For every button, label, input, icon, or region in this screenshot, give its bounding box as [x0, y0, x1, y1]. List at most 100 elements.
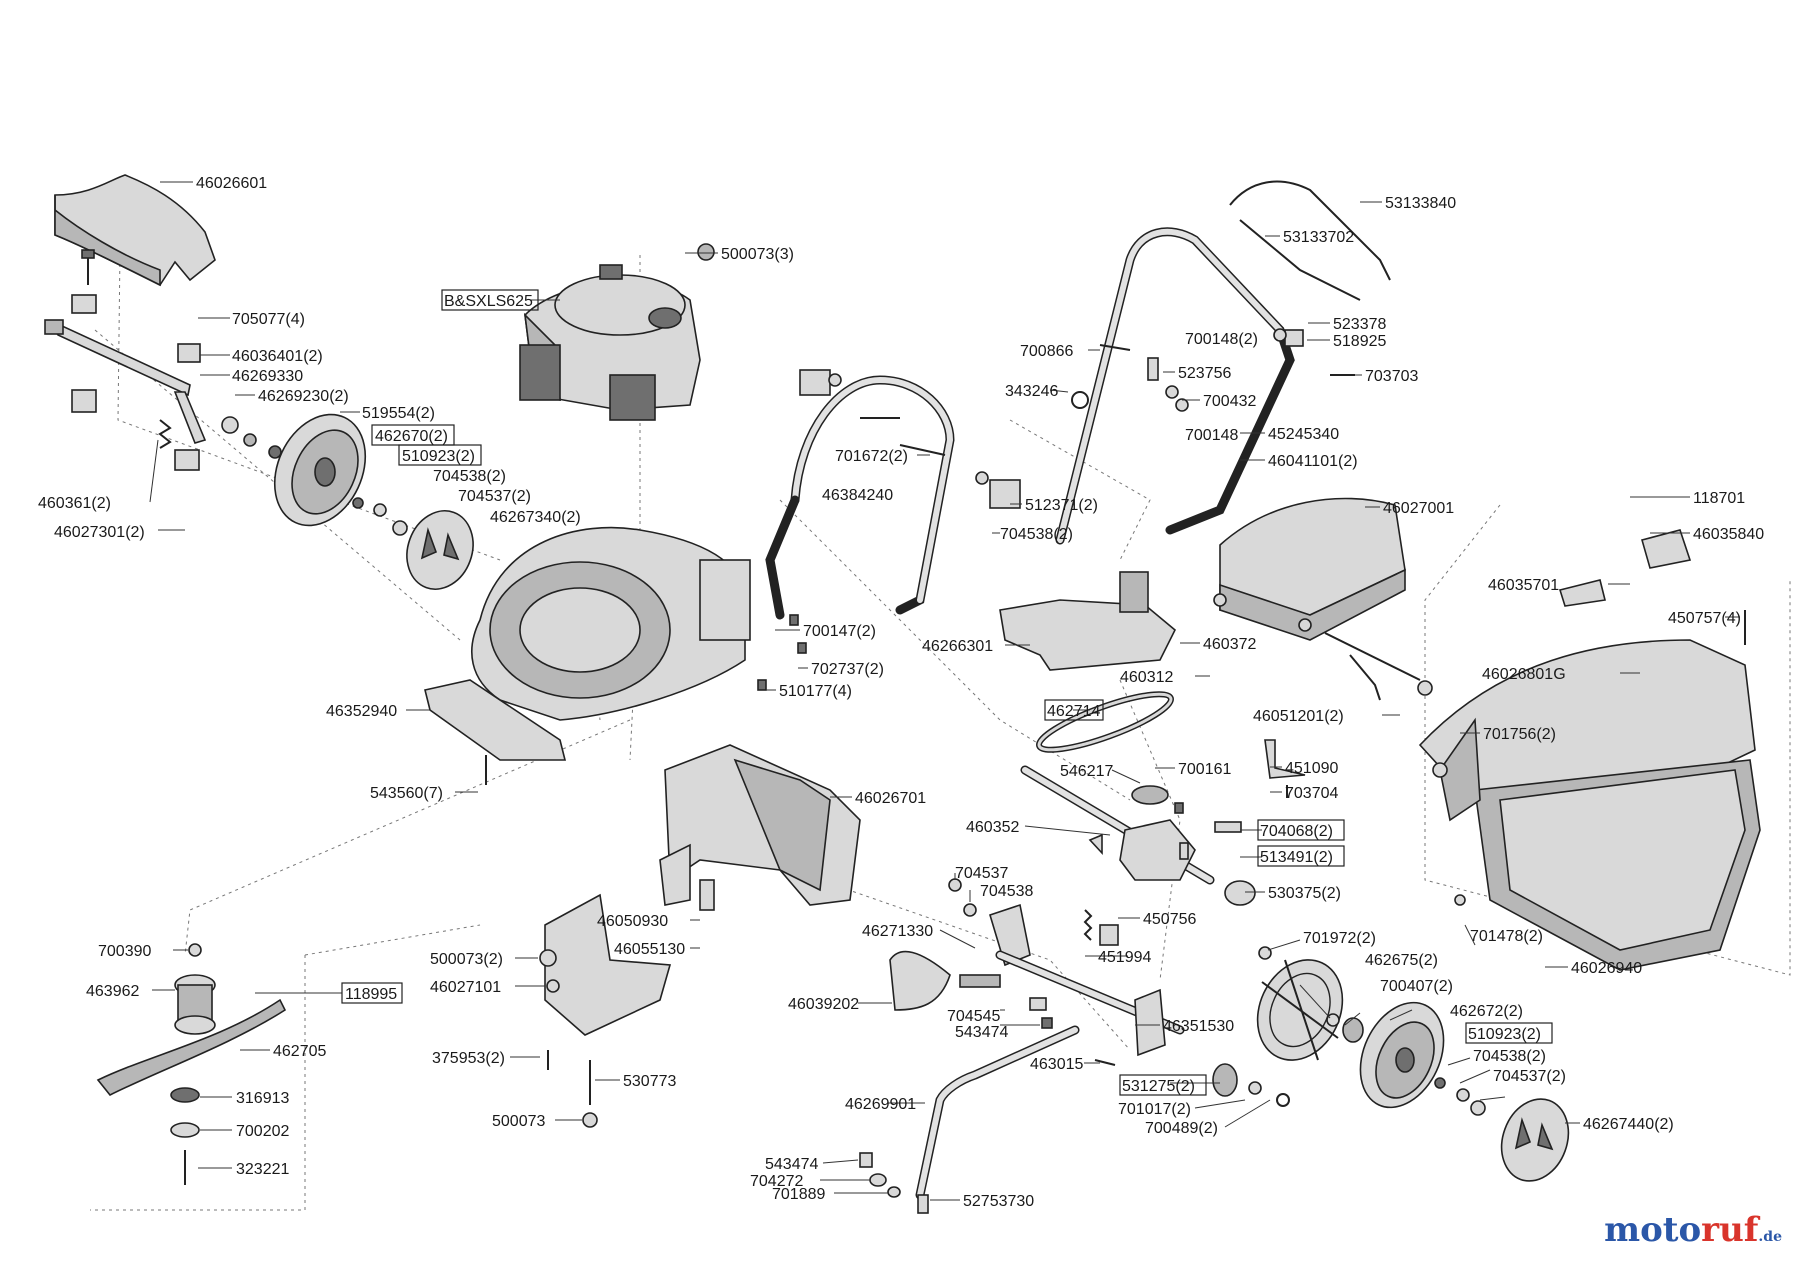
part-label: 46055130	[614, 941, 685, 958]
part-label: 543474	[955, 1024, 1008, 1041]
part-label: 543474	[765, 1156, 818, 1173]
part-label: 702737(2)	[811, 661, 884, 678]
part-label: 700432	[1203, 393, 1256, 410]
part-label: 46035701	[1488, 577, 1559, 594]
part-label: 700489(2)	[1145, 1120, 1218, 1137]
part-label: 316913	[236, 1090, 289, 1107]
part-label: 700148	[1185, 427, 1238, 444]
part-label: 46050930	[597, 913, 668, 930]
part-label: 500073(3)	[721, 246, 794, 263]
part-label: 46027301(2)	[54, 524, 145, 541]
part-label: 323221	[236, 1161, 289, 1178]
part-label: 704538(2)	[433, 468, 506, 485]
part-label: 704537(2)	[1493, 1068, 1566, 1085]
part-label: 46271330	[862, 923, 933, 940]
part-label: 460372	[1203, 636, 1256, 653]
part-label: 530773	[623, 1073, 676, 1090]
part-label: 46051201(2)	[1253, 708, 1344, 725]
part-labels: 46026601 705077(4) 46036401(2) 46269330 …	[38, 175, 1764, 1210]
part-label: 46269901	[845, 1096, 916, 1113]
part-label: 46352940	[326, 703, 397, 720]
part-label: 343246	[1005, 383, 1058, 400]
part-label: 46267340(2)	[490, 509, 581, 526]
leader-lines	[149, 181, 1740, 1201]
part-label: 546217	[1060, 763, 1113, 780]
part-label: 375953(2)	[432, 1050, 505, 1067]
part-label: 46266301	[922, 638, 993, 655]
part-label: 700148(2)	[1185, 331, 1258, 348]
part-label: 463962	[86, 983, 139, 1000]
brand-name-part1: moto	[1604, 1210, 1702, 1250]
part-label: 701017(2)	[1118, 1101, 1191, 1118]
part-label: 118995	[345, 986, 397, 1003]
part-label: 519554(2)	[362, 405, 435, 422]
part-label: 701672(2)	[835, 448, 908, 465]
part-label: 46027001	[1383, 500, 1454, 517]
part-label: 463015	[1030, 1056, 1083, 1073]
part-label: 460361(2)	[38, 495, 111, 512]
part-label: 118701	[1693, 490, 1745, 507]
brand-tld: .de	[1758, 1229, 1782, 1245]
part-label: 543560(7)	[370, 785, 443, 802]
part-label: 705077(4)	[232, 311, 305, 328]
part-label: 46026940	[1571, 960, 1642, 977]
part-label: 700202	[236, 1123, 289, 1140]
part-label: 530375(2)	[1268, 885, 1341, 902]
part-label: 451994	[1098, 949, 1151, 966]
part-label: 46035840	[1693, 526, 1764, 543]
part-label: 700147(2)	[803, 623, 876, 640]
part-label: 46384240	[822, 487, 893, 504]
part-label: 500073	[492, 1113, 545, 1130]
part-label: 53133840	[1385, 195, 1456, 212]
part-label: 701756(2)	[1483, 726, 1556, 743]
part-label: 46026701	[855, 790, 926, 807]
brand-logo: motoruf.de	[1604, 1210, 1782, 1250]
part-label: 460312	[1120, 669, 1173, 686]
part-label: 46026801G	[1482, 666, 1566, 683]
part-label: 704538	[980, 883, 1033, 900]
part-label: 450757(4)	[1668, 610, 1741, 627]
part-label: 701478(2)	[1470, 928, 1543, 945]
part-label: 704272	[750, 1173, 803, 1190]
part-label: 704538(2)	[1473, 1048, 1546, 1065]
part-label: 46039202	[788, 996, 859, 1013]
part-label: 460352	[966, 819, 1019, 836]
part-label: 46351530	[1163, 1018, 1234, 1035]
part-label: 523378	[1333, 316, 1386, 333]
part-label: 531275(2)	[1122, 1078, 1195, 1095]
part-label: 462705	[273, 1043, 326, 1060]
part-label: 46267440(2)	[1583, 1116, 1674, 1133]
part-label: 510923(2)	[402, 448, 475, 465]
part-label: 451090	[1285, 760, 1338, 777]
part-label: 518925	[1333, 333, 1386, 350]
part-label: 462670(2)	[375, 428, 448, 445]
part-label: 52753730	[963, 1193, 1034, 1210]
part-label: B&SXLS625	[444, 293, 533, 310]
label-boxes	[341, 289, 1553, 1096]
part-label: 704068(2)	[1260, 823, 1333, 840]
part-label: 703703	[1365, 368, 1418, 385]
part-label: 703704	[1285, 785, 1338, 802]
part-label: 512371(2)	[1025, 497, 1098, 514]
part-label: 46036401(2)	[232, 348, 323, 365]
part-label: 523756	[1178, 365, 1231, 382]
part-label: 500073(2)	[430, 951, 503, 968]
part-label: 450756	[1143, 911, 1196, 928]
part-label: 704545	[947, 1008, 1000, 1025]
part-label: 700161	[1178, 761, 1231, 778]
part-label: 462672(2)	[1450, 1003, 1523, 1020]
part-label: 46041101(2)	[1268, 453, 1358, 470]
part-label: 46027101	[430, 979, 501, 996]
part-label: 701889	[772, 1186, 825, 1203]
part-label: 704537(2)	[458, 488, 531, 505]
part-label: 53133702	[1283, 229, 1354, 246]
part-label: 462675(2)	[1365, 952, 1438, 969]
part-label: 46026601	[196, 175, 267, 192]
part-label: 510177(4)	[779, 683, 852, 700]
part-label: 700390	[98, 943, 151, 960]
part-label: 700407(2)	[1380, 978, 1453, 995]
parts-artwork	[44, 174, 1761, 1214]
part-label: 462714	[1047, 703, 1100, 720]
part-label: 46269330	[232, 368, 303, 385]
